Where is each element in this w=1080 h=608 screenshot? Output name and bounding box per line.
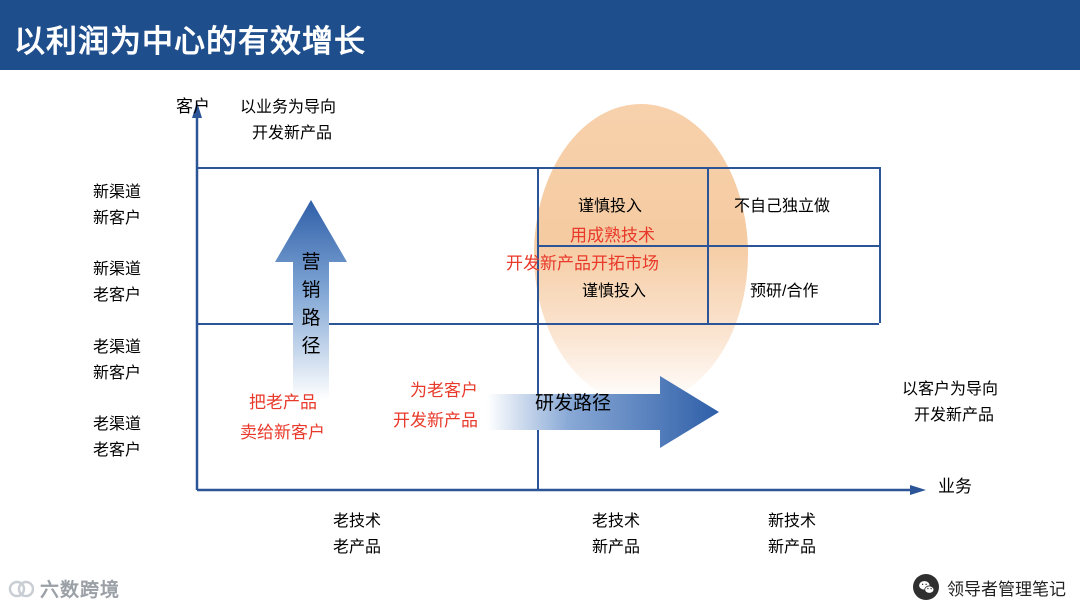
red-callout-middle-line1: 为老客户 [410, 381, 478, 400]
row-label-1-line1: 新渠道 [93, 184, 142, 201]
red-callout-left-line2: 卖给新客户 [240, 423, 325, 442]
diagram-canvas: 客户 业务 以业务为导向 开发新产品 以客户为导向 开发新产品 新渠道 新客户 … [0, 70, 1080, 608]
grid-line-right [879, 167, 881, 323]
note-right-line2: 开发新产品 [914, 407, 995, 424]
rnd-path-label: 研发路径 [535, 393, 612, 414]
note-top-left-line2: 开发新产品 [252, 125, 333, 142]
wechat-account-name: 领导者管理笔记 [947, 579, 1066, 599]
cell-preresearch-coop: 预研/合作 [750, 283, 819, 300]
note-right-line1: 以客户为导向 [902, 381, 999, 398]
wechat-icon [913, 574, 939, 600]
red-callout-middle-line2: 开发新产品 [393, 411, 478, 430]
red-callout-left-line1: 把老产品 [249, 393, 317, 412]
red-callout-center-line1: 用成熟技术 [570, 226, 655, 245]
row-label-2-line1: 新渠道 [93, 261, 142, 278]
col-label-2-line2: 新产品 [592, 539, 641, 556]
footer-brand: 六数跨境 [8, 575, 120, 602]
header-bar: 以利润为中心的有效增长 [0, 0, 1080, 70]
highlight-ellipse [534, 104, 748, 404]
grid-line-col2 [707, 167, 709, 323]
page-title: 以利润为中心的有效增长 [14, 24, 366, 59]
row-label-3-line1: 老渠道 [93, 339, 142, 356]
col-label-3-line2: 新产品 [768, 539, 817, 556]
marketing-path-char-4: 径 [301, 336, 321, 357]
row-label-3-line2: 新客户 [93, 365, 142, 382]
col-label-3-line1: 新技术 [768, 513, 817, 530]
marketing-path-char-2: 销 [301, 280, 321, 301]
marketing-path-char-3: 路 [301, 308, 321, 329]
marketing-path-char-1: 营 [301, 252, 321, 273]
x-axis-label: 业务 [938, 477, 972, 496]
red-callout-center-line2: 开发新产品开拓市场 [506, 254, 659, 273]
col-label-2-line1: 老技术 [592, 513, 641, 530]
row-label-4-line2: 老客户 [93, 442, 142, 459]
y-axis-label: 客户 [176, 97, 210, 116]
cell-cautious-invest-bottom: 谨慎投入 [582, 283, 647, 300]
cell-no-independent: 不自己独立做 [734, 198, 831, 215]
note-top-left-line1: 以业务为导向 [240, 99, 337, 116]
cell-cautious-invest-top: 谨慎投入 [578, 198, 643, 215]
row-label-2-line2: 老客户 [93, 287, 142, 304]
row-label-4-line1: 老渠道 [93, 416, 142, 433]
footer-wechat: 领导者管理笔记 [913, 574, 1066, 600]
row-label-1-line2: 新客户 [93, 210, 142, 227]
brand-logo-icon [8, 576, 35, 602]
col-label-1-line2: 老产品 [333, 539, 382, 556]
grid-line-col1 [537, 167, 539, 490]
brand-name: 六数跨境 [40, 580, 121, 601]
marketing-path-arrow [275, 200, 719, 448]
axis-arrows [192, 102, 926, 495]
col-label-1-line1: 老技术 [333, 513, 382, 530]
